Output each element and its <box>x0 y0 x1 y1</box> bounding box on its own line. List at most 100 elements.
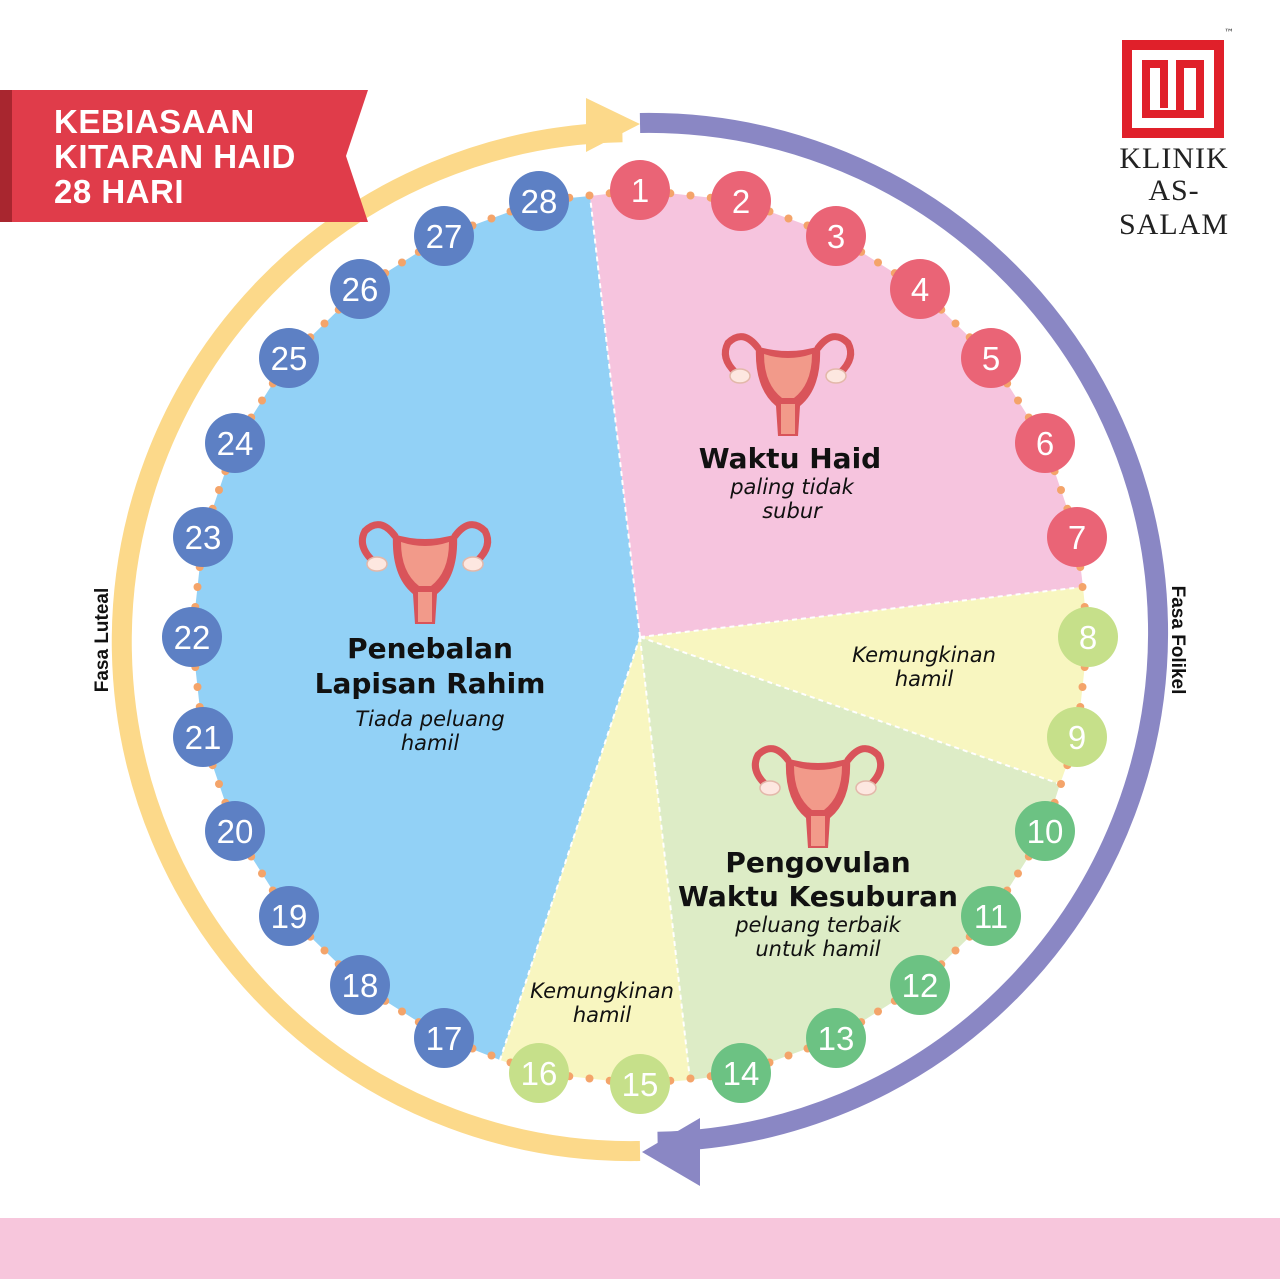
day-marker: 23 <box>173 507 233 567</box>
ovulation-subtitle-2: untuk hamil <box>755 937 880 961</box>
day-circle <box>173 507 233 567</box>
ovulation-title-1: Pengovulan <box>725 846 910 879</box>
day-number: 6 <box>1036 425 1054 462</box>
uterus-left-ovary <box>759 780 781 796</box>
title-line-2: KITARAN HAID <box>54 138 296 175</box>
day-number: 23 <box>185 519 222 556</box>
connector-dot <box>258 396 266 405</box>
ovulation-subtitle-1: peluang terbaik <box>734 913 901 937</box>
menstruation-subtitle-2: subur <box>762 499 823 523</box>
day-circle <box>1047 707 1107 767</box>
day-marker: 7 <box>1047 507 1107 567</box>
connector-dot <box>686 1074 695 1083</box>
uterus-right-tube <box>814 333 855 377</box>
uterus-right-tube <box>844 745 885 789</box>
uterus-left-tube <box>751 745 792 789</box>
day-number: 13 <box>818 1020 855 1057</box>
day-marker: 24 <box>205 413 265 473</box>
connector-dot <box>1014 396 1022 405</box>
phase-arrows: Fasa Folikel Fasa Luteal <box>92 98 1188 1186</box>
uterus-left-ovary <box>366 556 388 572</box>
day-marker: 12 <box>890 955 950 1015</box>
day-marker: 14 <box>711 1043 771 1103</box>
day-marker: 19 <box>259 886 319 946</box>
day-number: 10 <box>1027 813 1064 850</box>
day-number: 24 <box>217 425 254 462</box>
day-circle <box>330 955 390 1015</box>
day-number: 9 <box>1068 719 1086 756</box>
follicular-phase-label: Fasa Folikel <box>1167 586 1188 695</box>
day-marker: 2 <box>711 171 771 231</box>
day-circle <box>806 1008 866 1068</box>
uterus-right-ovary <box>855 780 877 796</box>
connector-dot <box>398 1007 406 1016</box>
day-circle <box>1058 607 1118 667</box>
connector-dot <box>215 486 223 494</box>
day-circle <box>162 607 222 667</box>
day-circle <box>330 259 390 319</box>
day-circle <box>1015 801 1075 861</box>
connector-dot <box>193 683 202 691</box>
connector-dot <box>585 1074 594 1083</box>
title-line-1: KEBIASAAN <box>54 103 255 140</box>
day-number: 15 <box>622 1066 659 1103</box>
day-number: 5 <box>982 340 1000 377</box>
luteal-arrow-body <box>111 122 641 1162</box>
sector-possible-bottom <box>500 637 690 1084</box>
day-number: 18 <box>342 967 379 1004</box>
day-circle <box>610 160 670 220</box>
day-number: 1 <box>631 172 649 209</box>
day-circle <box>711 171 771 231</box>
day-circle <box>711 1043 771 1103</box>
sector-thickening <box>192 196 640 1060</box>
menstruation-subtitle-1: paling tidak <box>729 475 854 499</box>
day-marker: 28 <box>509 171 569 231</box>
day-marker: 16 <box>509 1043 569 1103</box>
day-marker: 5 <box>961 328 1021 388</box>
day-circle <box>890 955 950 1015</box>
day-number: 21 <box>185 719 222 756</box>
day-marker: 3 <box>806 206 866 266</box>
day-circle <box>961 328 1021 388</box>
uterus-lining <box>794 766 842 810</box>
luteal-phase-label: Fasa Luteal <box>92 588 113 693</box>
day-marker: 8 <box>1058 607 1118 667</box>
sector-divider <box>639 586 1084 638</box>
day-circle <box>414 1008 474 1068</box>
day-number: 3 <box>827 218 845 255</box>
connector-dot <box>193 583 202 591</box>
sector-menstruation <box>590 190 1083 637</box>
day-marker: 10 <box>1015 801 1075 861</box>
thickening-subtitle-1: Tiada peluang <box>355 707 504 731</box>
day-circle <box>259 328 319 388</box>
uterus-right-ovary <box>462 556 484 572</box>
connector-dot <box>784 1051 793 1060</box>
day-circle <box>1047 507 1107 567</box>
sector-divider <box>589 195 641 638</box>
connector-dot <box>1014 869 1022 878</box>
follicular-arrow-head <box>642 1118 700 1186</box>
uterus-menstruation-icon <box>721 333 855 436</box>
day-number: 26 <box>342 271 379 308</box>
uterus-left-ovary <box>729 368 751 384</box>
connector-dot <box>686 191 695 200</box>
uterus-left-tube <box>358 521 399 565</box>
day-circle <box>806 206 866 266</box>
title-line-3: 28 HARI <box>54 173 185 210</box>
day-number: 12 <box>902 967 939 1004</box>
day-marker: 6 <box>1015 413 1075 473</box>
clinic-logo-name-1: KLINIK <box>1119 142 1229 175</box>
possible-right-text-2: hamil <box>895 667 953 691</box>
connector-dot <box>258 869 266 878</box>
connector-dot <box>215 780 223 788</box>
day-marker: 4 <box>890 259 950 319</box>
day-circle <box>205 801 265 861</box>
clinic-logo-name-2: AS-SALAM <box>1118 174 1229 241</box>
uterus-cervix <box>781 404 795 434</box>
day-number: 27 <box>426 218 463 255</box>
uterus-right-tube <box>451 521 492 565</box>
thickening-title-1: Penebalan <box>347 632 513 665</box>
day-number: 16 <box>521 1055 558 1092</box>
day-marker: 15 <box>610 1054 670 1114</box>
